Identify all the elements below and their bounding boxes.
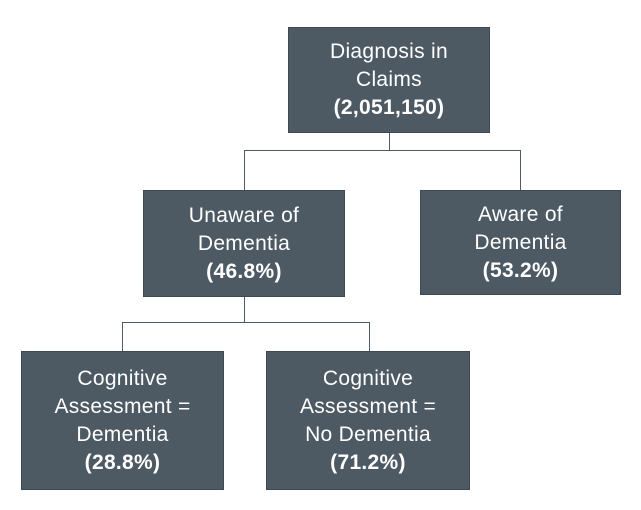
connector-unaware-to-children bbox=[121, 297, 371, 351]
node-label-line: Cognitive bbox=[322, 366, 414, 390]
node-label-line: Assessment = bbox=[299, 394, 437, 418]
node-label-line: No Dementia bbox=[305, 422, 431, 446]
connector-root-to-children bbox=[243, 133, 522, 190]
node-label-line: Dementia bbox=[76, 422, 169, 446]
node-label-line: Dementia bbox=[474, 230, 567, 254]
node-value: (53.2%) bbox=[482, 258, 559, 282]
node-label-line: Unaware of bbox=[188, 203, 300, 227]
node-value: (71.2%) bbox=[330, 450, 406, 474]
node-value: (28.8%) bbox=[84, 450, 161, 474]
node-cognitive-assessment-dementia: Cognitive Assessment = Dementia (28.8%) bbox=[21, 351, 224, 490]
node-label-line: Assessment = bbox=[54, 394, 191, 418]
node-label-line: Aware of bbox=[478, 202, 563, 226]
node-unaware-of-dementia: Unaware of Dementia (46.8%) bbox=[143, 190, 345, 297]
node-diagnosis-in-claims: Diagnosis in Claims (2,051,150) bbox=[288, 27, 490, 133]
node-value: (46.8%) bbox=[206, 259, 282, 283]
node-label-line: Diagnosis in bbox=[330, 40, 448, 63]
node-value: (2,051,150) bbox=[333, 96, 445, 119]
node-cognitive-assessment-no-dementia: Cognitive Assessment = No Dementia (71.2… bbox=[266, 351, 470, 490]
node-label-line: Cognitive bbox=[77, 366, 168, 390]
node-aware-of-dementia: Aware of Dementia (53.2%) bbox=[420, 190, 621, 295]
node-label-line: Claims bbox=[356, 68, 422, 91]
node-label-line: Dementia bbox=[197, 231, 291, 255]
